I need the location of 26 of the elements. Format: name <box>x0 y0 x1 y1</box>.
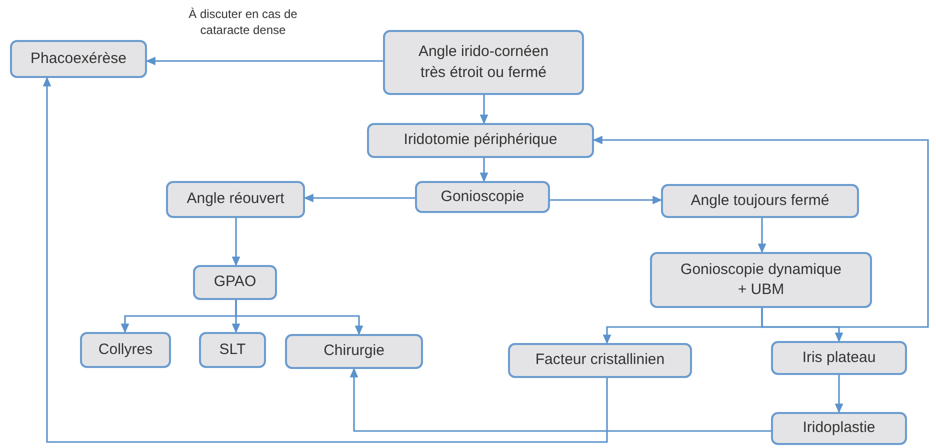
process-box: Angle toujours fermé <box>661 184 859 218</box>
process-box: Gonioscopie dynamique + UBM <box>650 252 872 308</box>
process-box: Phacoexérèse <box>10 40 147 78</box>
process-box: Angle irido-cornéen très étroit ou fermé <box>383 30 584 95</box>
process-box: Facteur cristallinien <box>508 343 692 378</box>
arrow <box>146 56 383 66</box>
arrow <box>550 196 662 204</box>
process-box: Iridoplastie <box>771 412 907 445</box>
arrow <box>235 300 364 336</box>
process-box: Gonioscopie <box>415 181 550 213</box>
arrow <box>232 218 240 266</box>
arrow <box>350 368 771 432</box>
arrow <box>42 76 608 443</box>
process-box: Iris plateau <box>771 341 907 375</box>
arrow <box>480 158 488 182</box>
process-box: Angle réouvert <box>166 181 305 218</box>
process-box: Chirurgie <box>285 334 423 369</box>
arrow <box>480 95 488 124</box>
arrow <box>592 136 929 328</box>
process-box: Collyres <box>80 332 171 368</box>
arrow <box>304 194 415 202</box>
process-box: SLT <box>199 332 266 368</box>
arrow <box>834 375 844 414</box>
process-box: GPAO <box>193 265 277 300</box>
process-box: Iridotomie périphérique <box>367 123 594 158</box>
arrow <box>758 218 766 254</box>
